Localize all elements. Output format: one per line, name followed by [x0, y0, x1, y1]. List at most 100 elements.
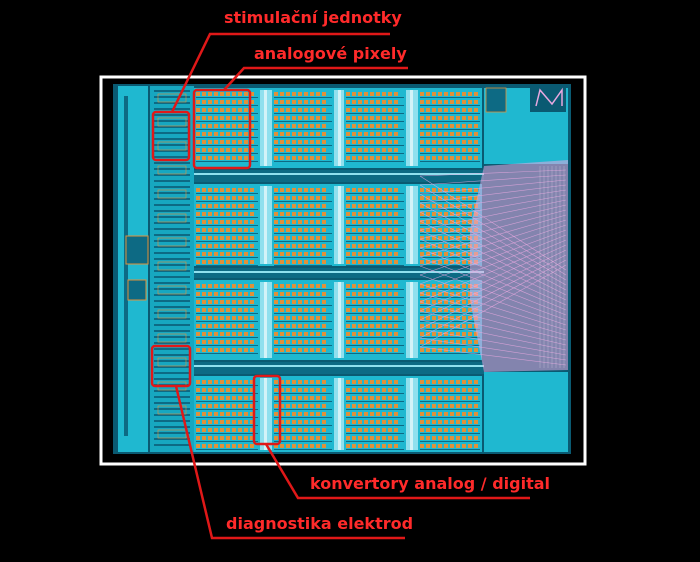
pixel-cell [250, 196, 254, 200]
pixel-cell [232, 348, 236, 352]
pixel-cell [346, 420, 350, 424]
pixel-cell [346, 140, 350, 144]
pixel-cell [432, 108, 436, 112]
pixel-cell [280, 404, 284, 408]
pixel-cell [274, 340, 278, 344]
pixel-row-line [346, 425, 404, 426]
pixel-cell [232, 252, 236, 256]
pixel-cell [214, 332, 218, 336]
pixel-cell [394, 316, 398, 320]
pixel-cell [450, 140, 454, 144]
pixel-cell [352, 196, 356, 200]
stim-trace [154, 246, 190, 248]
pixel-cell [382, 124, 386, 128]
pixel-cell [310, 116, 314, 120]
pixel-cell [376, 108, 380, 112]
pixel-cell [226, 188, 230, 192]
pixel-cell [226, 292, 230, 296]
pixel-cell [438, 260, 442, 264]
pixel-cell [292, 292, 296, 296]
pixel-cell [220, 148, 224, 152]
pixel-row-line [196, 161, 258, 162]
pixel-cell [388, 340, 392, 344]
pixel-cell [244, 420, 248, 424]
pixel-cell [202, 404, 206, 408]
pixel-cell [232, 420, 236, 424]
pixel-cell [468, 420, 472, 424]
pixel-cell [274, 188, 278, 192]
pixel-cell [244, 436, 248, 440]
pixel-cell [286, 396, 290, 400]
pixel-cell [352, 292, 356, 296]
pixel-cell [298, 420, 302, 424]
pixel-cell [394, 380, 398, 384]
pixel-cell [322, 292, 326, 296]
pixel-cell [214, 148, 218, 152]
pixel-cell [370, 236, 374, 240]
pixel-cell [394, 132, 398, 136]
pixel-cell [352, 252, 356, 256]
pixel-cell [370, 388, 374, 392]
pixel-cell [232, 220, 236, 224]
converter-bus [338, 378, 341, 450]
pixel-cell [322, 252, 326, 256]
stim-cell [157, 285, 187, 295]
pixel-cell [202, 252, 206, 256]
pixel-cell [388, 380, 392, 384]
pixel-cell [432, 404, 436, 408]
pixel-cell [364, 324, 368, 328]
pixel-cell [468, 140, 472, 144]
pixel-cell [274, 428, 278, 432]
pixel-cell [196, 204, 200, 208]
pixel-cell [394, 388, 398, 392]
pixel-cell [238, 444, 242, 448]
pixel-cell [208, 244, 212, 248]
pixel-cell [280, 236, 284, 240]
pixel-cell [370, 204, 374, 208]
pixel-cell [292, 236, 296, 240]
pixel-cell [280, 340, 284, 344]
pixel-cell [358, 404, 362, 408]
pixel-cell [370, 252, 374, 256]
pixel-cell [394, 252, 398, 256]
pixel-cell [358, 420, 362, 424]
pixel-cell [280, 380, 284, 384]
pixel-cell [376, 316, 380, 320]
pixel-cell [238, 92, 242, 96]
pixel-cell [444, 428, 448, 432]
pixel-cell [394, 196, 398, 200]
pixel-cell [352, 324, 356, 328]
pixel-cell [420, 156, 424, 160]
stim-trace [154, 240, 190, 242]
pixel-cell [202, 412, 206, 416]
pixel-cell [208, 228, 212, 232]
pixel-row-line [274, 201, 332, 202]
pixel-cell [364, 444, 368, 448]
pixel-cell [364, 108, 368, 112]
pixel-cell [358, 308, 362, 312]
pixel-cell [244, 348, 248, 352]
pixel-cell [450, 308, 454, 312]
pixel-cell [250, 260, 254, 264]
pixel-cell [388, 148, 392, 152]
pixel-cell [364, 284, 368, 288]
pixel-cell [244, 228, 248, 232]
pixel-cell [388, 156, 392, 160]
pixel-cell [286, 100, 290, 104]
pixel-cell [394, 404, 398, 408]
pixel-cell [226, 436, 230, 440]
stim-trace [154, 312, 190, 314]
pixel-cell [352, 124, 356, 128]
pixel-cell [238, 228, 242, 232]
pixel-cell [226, 428, 230, 432]
pixel-cell [304, 140, 308, 144]
pixel-cell [358, 220, 362, 224]
pixel-row-line [196, 217, 258, 218]
pixel-cell [394, 204, 398, 208]
pixel-cell [352, 308, 356, 312]
pixel-row-line [346, 433, 404, 434]
pixel-cell [358, 396, 362, 400]
pixel-cell [358, 316, 362, 320]
pixel-cell [474, 108, 478, 112]
stim-trace [154, 132, 190, 134]
